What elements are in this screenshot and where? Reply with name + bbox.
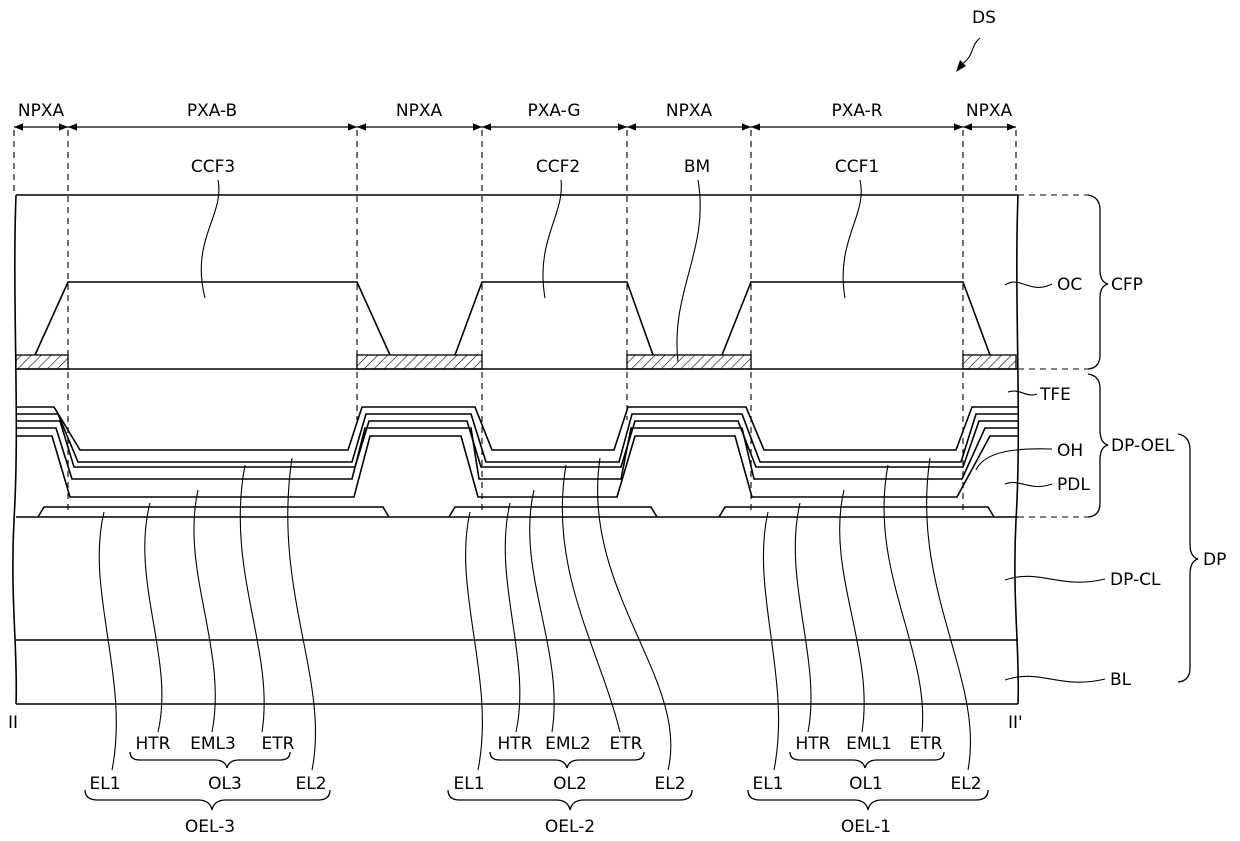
oel-1-label: OEL-1 (841, 817, 891, 837)
region-label-npxa-4: NPXA (966, 101, 1013, 121)
oel-3-ol: OL3 (208, 774, 242, 794)
filter-label-ccf3: CCF3 (191, 157, 235, 177)
region-label-npxa-2: NPXA (396, 101, 443, 121)
figure-label: DS (972, 8, 996, 28)
oel-3-etr: ETR (262, 734, 295, 754)
brace-label-dp-oel: DP-OEL (1111, 436, 1175, 456)
oel-2-ol: OL2 (553, 774, 587, 794)
organic-layers (16, 407, 1018, 497)
oel-2-el1: EL1 (453, 774, 484, 794)
region-boundaries (14, 130, 1016, 510)
color-filters (35, 282, 990, 355)
region-label-pxa-g: PXA-G (527, 101, 580, 121)
filter-label-ccf2: CCF2 (536, 157, 580, 177)
oel-3-el1: EL1 (89, 774, 120, 794)
section-mark-left: II (8, 713, 18, 733)
oel-2-htr: HTR (498, 734, 533, 754)
oel-1-htr: HTR (796, 734, 831, 754)
region-label-pxa-b: PXA-B (187, 101, 237, 121)
oel-1-etr: ETR (910, 734, 943, 754)
oel-1-el1: EL1 (752, 774, 783, 794)
section-mark-right: II' (1008, 713, 1023, 733)
oel-2-leaders (448, 458, 692, 810)
oel-3-leaders (85, 458, 330, 810)
oel-1-eml: EML1 (846, 734, 892, 754)
brace-label-cfp: CFP (1111, 275, 1143, 295)
oel-1-leaders (748, 458, 988, 810)
oel-2-el2: EL2 (654, 774, 685, 794)
oel-1-ol: OL1 (849, 774, 883, 794)
filter-label-ccf1: CCF1 (835, 157, 879, 177)
oel-3-label: OEL-3 (185, 817, 235, 837)
layer-label-oh: OH (1057, 441, 1083, 461)
oel-2-label: OEL-2 (545, 817, 595, 837)
region-label-npxa-1: NPXA (18, 101, 65, 121)
oel-3-eml: EML3 (190, 734, 236, 754)
layer-label-dp-cl: DP-CL (1110, 570, 1161, 590)
oel-2-etr: ETR (610, 734, 643, 754)
layer-label-bl: BL (1110, 670, 1132, 690)
filter-ccf1-shape (722, 282, 990, 355)
oel-3-el2: EL2 (295, 774, 326, 794)
oel-3-htr: HTR (136, 734, 171, 754)
brace-label-dp: DP (1203, 550, 1226, 570)
region-label-pxa-r: PXA-R (831, 101, 882, 121)
anode-electrodes (38, 507, 994, 517)
layer-label-pdl: PDL (1057, 475, 1090, 495)
figure-label-arrow (962, 38, 980, 64)
filter-label-bm: BM (684, 157, 710, 177)
oel-2-eml: EML2 (545, 734, 591, 754)
layer-label-tfe: TFE (1039, 385, 1071, 405)
oel-1-el2: EL2 (950, 774, 981, 794)
layer-label-oc: OC (1057, 275, 1082, 295)
filter-ccf2-shape (455, 282, 653, 355)
region-label-npxa-3: NPXA (666, 101, 713, 121)
filter-ccf3-shape (35, 282, 390, 355)
black-matrix-blocks (16, 355, 1016, 369)
